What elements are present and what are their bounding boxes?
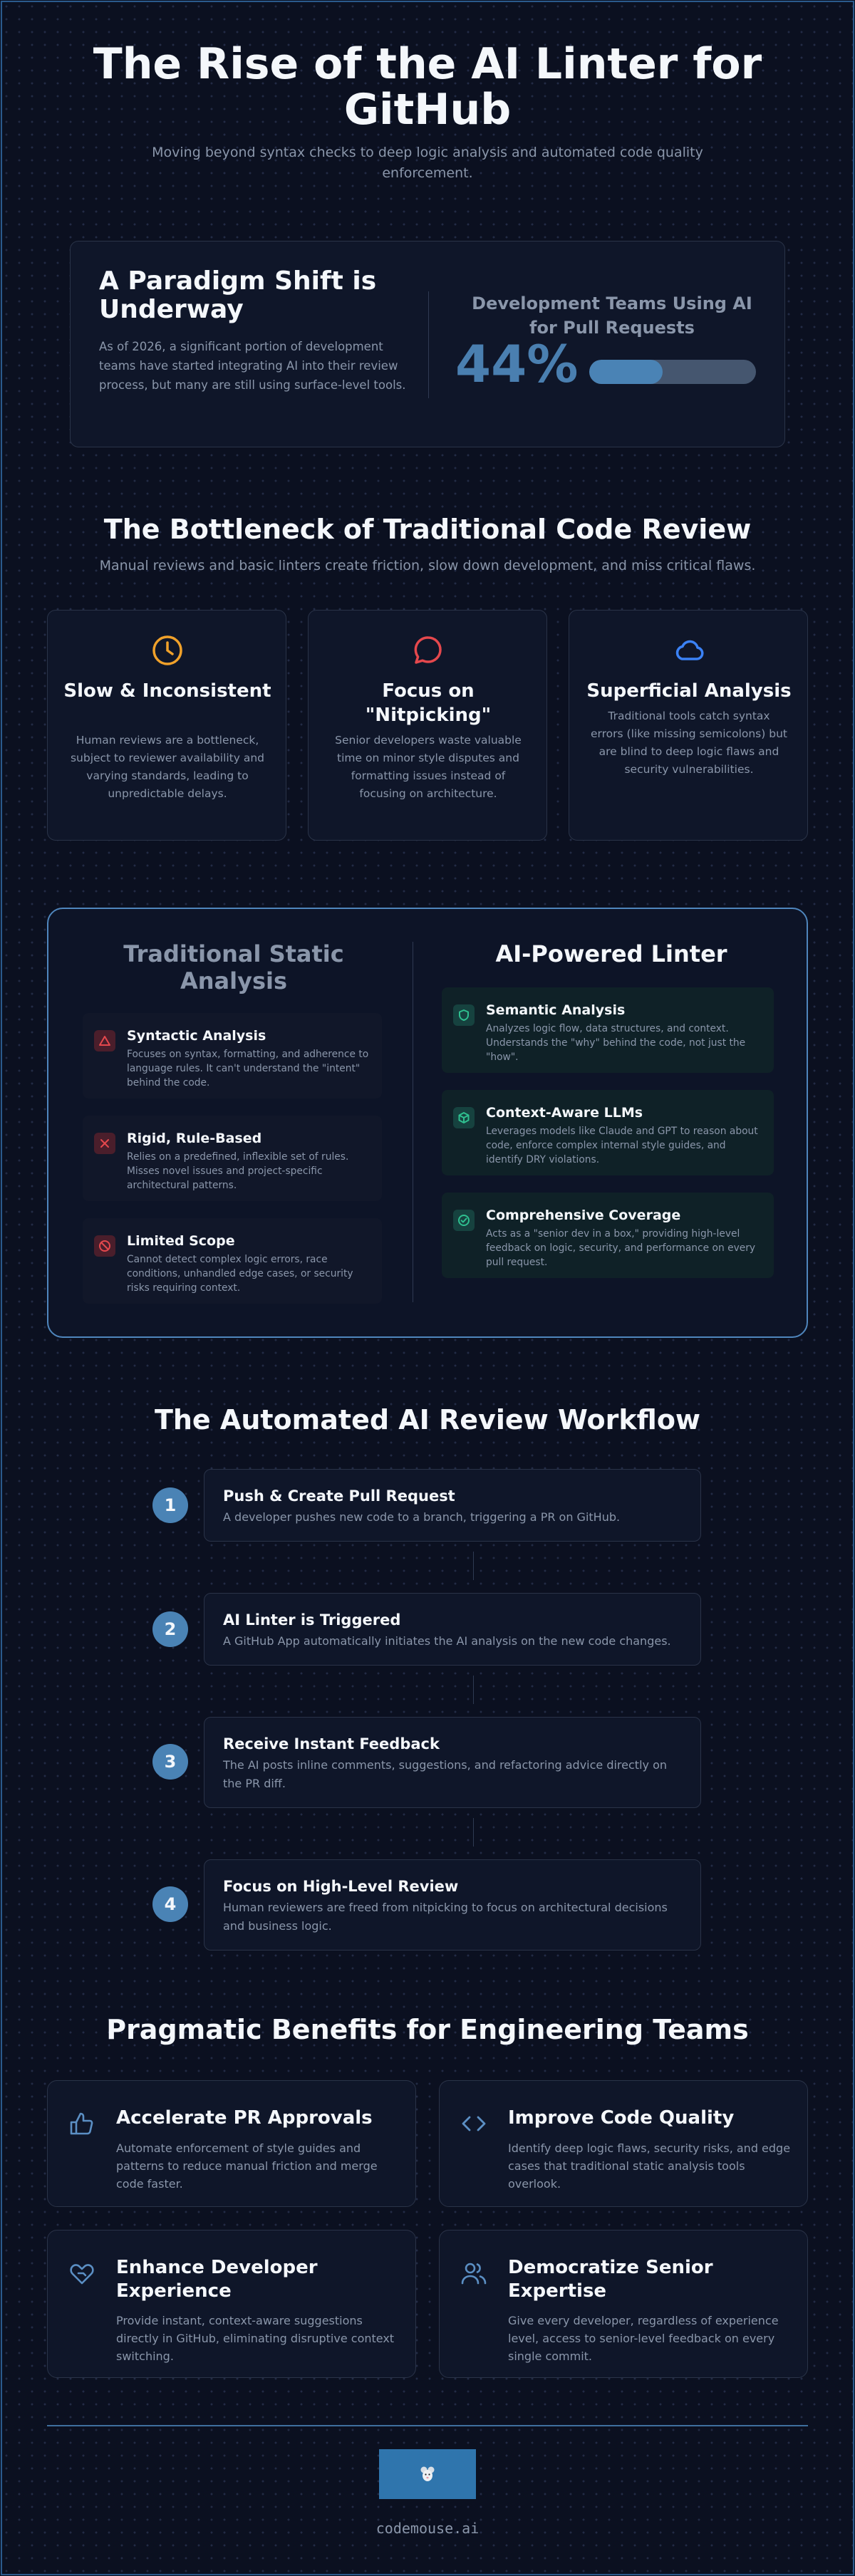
benefit-card: Democratize Senior Expertise Give every … [439, 2230, 808, 2378]
bottleneck-card-text: Senior developers waste valuable time on… [335, 734, 522, 800]
ai-linter-item-title: Context-Aware LLMs [486, 1105, 643, 1121]
traditional-heading: Traditional Static Analysis [123, 940, 344, 994]
ban-icon [99, 1240, 110, 1252]
workflow-step-card: Push & Create Pull Request A developer p… [204, 1469, 701, 1542]
comparison-panel: Traditional Static Analysis AI-Powered L… [47, 908, 808, 1338]
step-number: 2 [152, 1611, 188, 1647]
benefit-title: Improve Code Quality [508, 2107, 735, 2129]
clock-icon [152, 635, 182, 665]
paradigm-divider [428, 291, 429, 398]
benefit-title: Democratize Senior Expertise [508, 2257, 713, 2302]
bottleneck-card-slow: Slow & Inconsistent Human reviews are a … [47, 610, 286, 841]
bottleneck-card-text: Human reviews are a bottleneck, subject … [70, 734, 265, 800]
adoption-progress-fill [589, 360, 663, 384]
bottleneck-card-title: Slow & Inconsistent [63, 680, 271, 702]
bottleneck-card-title: Focus on "Nitpicking" [365, 680, 492, 726]
traditional-item-title: Limited Scope [127, 1233, 235, 1249]
stat-label: Development Teams Using AI for Pull Requ… [472, 294, 752, 338]
paradigm-title: A Paradigm Shift is Underway [99, 266, 377, 324]
bottleneck-card-title: Superficial Analysis [586, 680, 792, 702]
users-icon [461, 2263, 487, 2285]
traditional-item-title: Syntactic Analysis [127, 1028, 266, 1044]
workflow-title: The Automated AI Review Workflow [154, 1404, 701, 1435]
x-icon [100, 1139, 109, 1148]
benefit-title: Accelerate PR Approvals [116, 2107, 373, 2129]
paradigm-text: As of 2026, a significant portion of dev… [99, 340, 406, 392]
ai-linter-item: Comprehensive Coverage Acts as a "senior… [442, 1193, 774, 1278]
ai-linter-item-text: Leverages models like Claude and GPT to … [486, 1126, 758, 1165]
ai-linter-item-text: Acts as a "senior dev in a box," providi… [486, 1228, 756, 1268]
mouse-logo-icon [420, 2466, 435, 2481]
adoption-progress-bar [589, 360, 756, 384]
bottleneck-card-text: Traditional tools catch syntax errors (l… [591, 710, 787, 776]
step-number: 3 [152, 1744, 188, 1780]
step-number: 4 [152, 1886, 188, 1922]
warning-triangle-icon [99, 1036, 110, 1046]
benefit-card: Improve Code Quality Identify deep logic… [439, 2080, 808, 2207]
traditional-item: Rigid, Rule-Based Relies on a predefined… [83, 1116, 382, 1201]
step-connector [473, 1552, 474, 1580]
step-text: A GitHub App automatically initiates the… [223, 1634, 671, 1648]
ai-linter-item: Semantic Analysis Analyzes logic flow, d… [442, 987, 774, 1073]
step-text: Human reviewers are freed from nitpickin… [223, 1901, 668, 1933]
traditional-item: Syntactic Analysis Focuses on syntax, fo… [83, 1013, 382, 1099]
step-text: A developer pushes new code to a branch,… [223, 1510, 621, 1524]
ai-linter-heading: AI-Powered Linter [495, 940, 727, 967]
thumbs-up-icon [70, 2112, 93, 2135]
ai-linter-item-text: Analyzes logic flow, data structures, an… [486, 1023, 746, 1063]
benefit-title: Enhance Developer Experience [116, 2257, 318, 2302]
stat-value: 44% [455, 334, 579, 394]
check-circle-icon [458, 1215, 470, 1226]
chat-bubble-icon [414, 636, 442, 664]
benefit-card: Accelerate PR Approvals Automate enforce… [47, 2080, 416, 2207]
ai-linter-item: Context-Aware LLMs Leverages models like… [442, 1090, 774, 1175]
traditional-item-text: Cannot detect complex logic errors, race… [127, 1254, 353, 1294]
workflow-step-card: AI Linter is Triggered A GitHub App auto… [204, 1593, 701, 1666]
cloud-icon [675, 640, 704, 660]
step-number: 1 [152, 1487, 188, 1523]
benefits-title: Pragmatic Benefits for Engineering Teams [106, 2014, 749, 2045]
traditional-item: Limited Scope Cannot detect complex logi… [83, 1218, 382, 1304]
bottleneck-card-superficial: Superficial Analysis Traditional tools c… [569, 610, 808, 841]
traditional-item-text: Focuses on syntax, formatting, and adher… [127, 1049, 369, 1089]
step-connector [473, 1818, 474, 1847]
step-text: The AI posts inline comments, suggestion… [223, 1758, 667, 1790]
footer-divider [47, 2425, 808, 2426]
step-title: Focus on High-Level Review [223, 1878, 459, 1895]
page-subtitle: Moving beyond syntax checks to deep logi… [152, 145, 703, 181]
benefit-card: Enhance Developer Experience Provide ins… [47, 2230, 416, 2378]
ai-linter-item-title: Semantic Analysis [486, 1002, 626, 1018]
step-title: AI Linter is Triggered [223, 1611, 401, 1629]
code-brackets-icon [462, 2116, 486, 2131]
ai-linter-item-title: Comprehensive Coverage [486, 1208, 681, 1223]
heart-hand-icon [70, 2264, 94, 2285]
traditional-item-title: Rigid, Rule-Based [127, 1131, 262, 1146]
workflow-step-card: Receive Instant Feedback The AI posts in… [204, 1717, 701, 1808]
step-connector [473, 1676, 474, 1704]
bottleneck-card-nitpicking: Focus on "Nitpicking" Senior developers … [308, 610, 547, 841]
shield-icon [459, 1009, 469, 1021]
benefit-text: Identify deep logic flaws, security risk… [508, 2141, 791, 2191]
step-title: Push & Create Pull Request [223, 1487, 455, 1505]
page-title: The Rise of the AI Linter for GitHub [93, 39, 762, 135]
bottleneck-title: The Bottleneck of Traditional Code Revie… [103, 514, 752, 545]
step-title: Receive Instant Feedback [223, 1735, 440, 1752]
benefit-text: Give every developer, regardless of expe… [508, 2314, 779, 2363]
benefit-text: Automate enforcement of style guides and… [116, 2141, 378, 2191]
benefit-text: Provide instant, context-aware suggestio… [116, 2314, 395, 2363]
footer-site[interactable]: codemouse.ai [375, 2520, 480, 2537]
paradigm-card: A Paradigm Shift is Underway As of 2026,… [70, 241, 785, 447]
cube-icon [458, 1112, 470, 1123]
bottleneck-subtitle: Manual reviews and basic linters create … [99, 558, 756, 573]
workflow-step-card: Focus on High-Level Review Human reviewe… [204, 1859, 701, 1951]
brand-logo[interactable] [379, 2449, 476, 2499]
traditional-item-text: Relies on a predefined, inflexible set o… [127, 1151, 349, 1191]
